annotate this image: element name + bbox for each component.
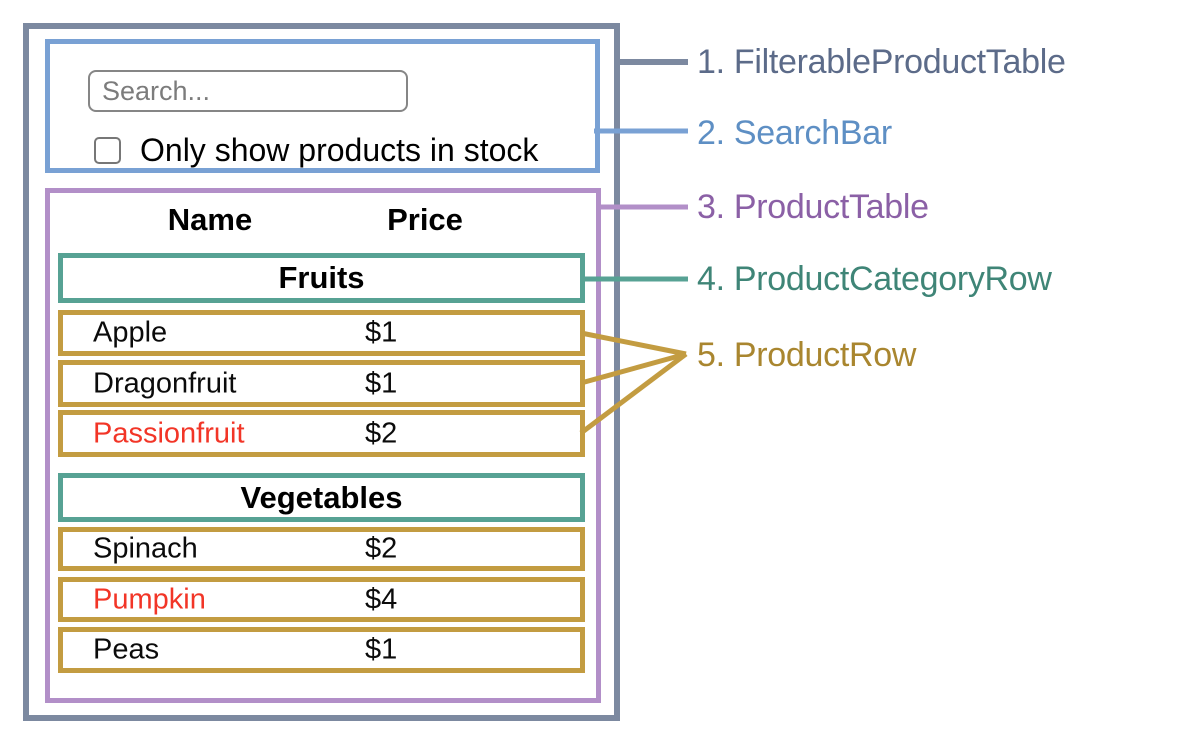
product-row-apple: Apple $1 xyxy=(58,310,585,356)
product-row-dragonfruit: Dragonfruit $1 xyxy=(58,360,585,407)
in-stock-checkbox[interactable] xyxy=(94,137,121,164)
product-row-peas: Peas $1 xyxy=(58,627,585,673)
product-price: $2 xyxy=(365,532,398,565)
product-price: $1 xyxy=(365,367,398,399)
label-product-row: 5. ProductRow xyxy=(697,335,917,374)
price-column-header: Price xyxy=(387,202,463,237)
product-name: Spinach xyxy=(93,532,198,565)
in-stock-label: Only show products in stock xyxy=(140,132,539,168)
label-product-category-row: 4. ProductCategoryRow xyxy=(697,259,1052,298)
product-row-spinach: Spinach $2 xyxy=(58,527,585,571)
search-bar-box: Only show products in stock xyxy=(45,39,600,173)
stock-filter-row: Only show products in stock xyxy=(94,132,538,169)
product-name-out-of-stock: Pumpkin xyxy=(93,583,206,615)
label-filterable-product-table: 1. FilterableProductTable xyxy=(697,42,1066,81)
product-name: Apple xyxy=(93,316,168,349)
category-row-fruits: Fruits xyxy=(58,253,585,303)
label-product-table: 3. ProductTable xyxy=(697,187,929,226)
product-price: $2 xyxy=(365,417,398,449)
product-price: $1 xyxy=(365,633,398,666)
product-row-pumpkin: Pumpkin $4 xyxy=(58,577,585,622)
product-price: $1 xyxy=(365,316,398,349)
product-row-passionfruit: Passionfruit $2 xyxy=(58,410,585,457)
label-search-bar: 2. SearchBar xyxy=(697,113,892,152)
search-input[interactable] xyxy=(88,70,408,112)
product-name: Dragonfruit xyxy=(93,367,237,399)
product-name: Peas xyxy=(93,633,160,666)
category-label: Vegetables xyxy=(240,479,403,515)
product-name-out-of-stock: Passionfruit xyxy=(93,417,245,449)
name-column-header: Name xyxy=(167,202,253,237)
product-price: $4 xyxy=(365,583,398,615)
category-row-vegetables: Vegetables xyxy=(58,473,585,522)
category-label: Fruits xyxy=(278,260,365,295)
